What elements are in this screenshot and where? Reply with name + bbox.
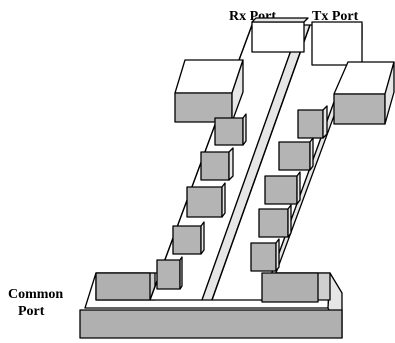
rx-filter-stub-5 xyxy=(156,256,183,290)
rx-filter-stub-3 xyxy=(186,182,226,218)
tx-junction-block xyxy=(261,272,319,303)
tx-filter-stub-3 xyxy=(264,171,301,205)
rx-filter-stub-top xyxy=(174,59,244,123)
tx-port-label: Tx Port xyxy=(312,9,359,24)
rx-filter-stub-2 xyxy=(200,147,234,181)
tx-port-opening xyxy=(311,21,363,66)
rx-port-opening xyxy=(251,17,309,53)
tx-filter-stub-4 xyxy=(258,204,292,238)
rx-filter-stub-4 xyxy=(172,221,205,255)
common-port-opening xyxy=(95,272,151,301)
rx-filter-stub-1 xyxy=(214,113,247,146)
common-port-label-line1: Common xyxy=(8,287,63,302)
common-port-label-line2: Port xyxy=(18,304,45,319)
tx-filter-stub-5 xyxy=(250,238,280,272)
tx-filter-stub-1 xyxy=(297,105,328,139)
tx-filter-stub-2 xyxy=(278,137,314,171)
tx-filter-stub-top xyxy=(333,61,395,125)
